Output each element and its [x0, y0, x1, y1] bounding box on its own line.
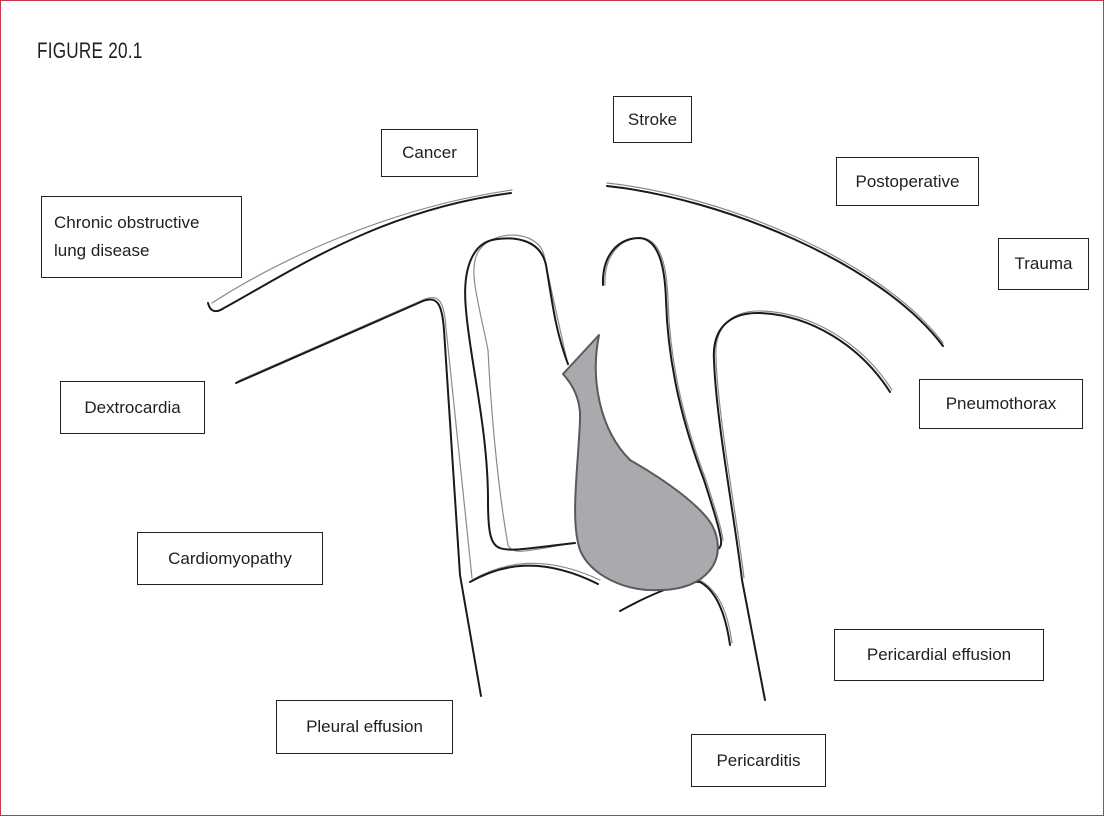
- label-pleural-effusion: Pleural effusion: [276, 700, 453, 754]
- label-cancer: Cancer: [381, 129, 478, 177]
- label-postoperative: Postoperative: [836, 157, 979, 206]
- label-cardiomyopathy: Cardiomyopathy: [137, 532, 323, 585]
- label-stroke: Stroke: [613, 96, 692, 143]
- label-copd: Chronic obstructive lung disease: [41, 196, 242, 278]
- label-trauma: Trauma: [998, 238, 1089, 290]
- label-pericarditis: Pericarditis: [691, 734, 826, 787]
- label-pericardial-effusion: Pericardial effusion: [834, 629, 1044, 681]
- label-dextrocardia: Dextrocardia: [60, 381, 205, 434]
- label-pneumothorax: Pneumothorax: [919, 379, 1083, 429]
